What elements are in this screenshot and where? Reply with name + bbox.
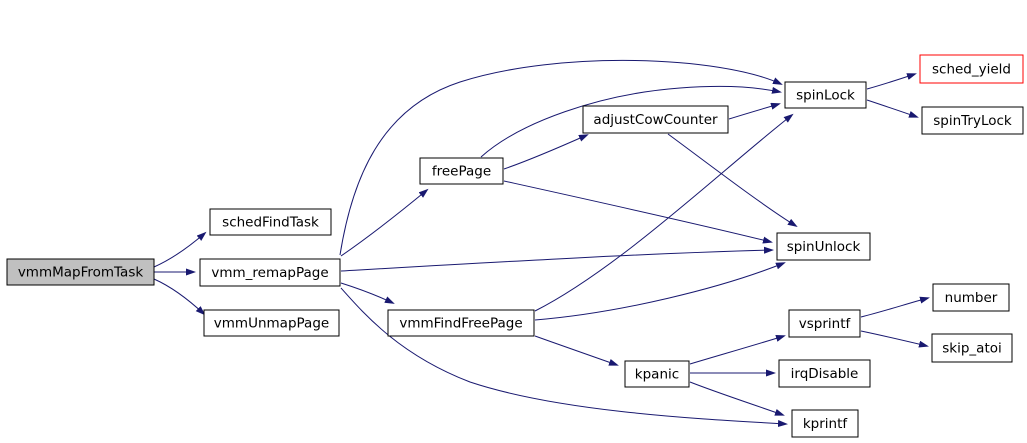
node-label-spinLock: spinLock <box>796 88 855 104</box>
edge-vmmFindFreePage-to-kpanic <box>534 335 619 366</box>
edge-adjustCowCounter-to-spinUnlock <box>667 133 798 228</box>
node-box-vsprintf[interactable] <box>788 309 861 338</box>
node-label-spinUnlock: spinUnlock <box>787 239 861 255</box>
node-box-sched_yield[interactable] <box>919 54 1024 84</box>
node-box-vmmMapFromTask <box>6 258 155 286</box>
node-label-adjustCowCounter: adjustCowCounter <box>593 112 718 128</box>
node-number[interactable]: number <box>932 283 1010 312</box>
edge-vmmMapFromTask-to-schedFindTask <box>153 231 207 268</box>
node-spinLock[interactable]: spinLock <box>784 81 867 109</box>
node-box-vmmFindFreePage[interactable] <box>387 309 535 337</box>
node-label-vsprintf: vsprintf <box>799 316 852 332</box>
node-label-number: number <box>945 290 998 306</box>
node-kpanic[interactable]: kpanic <box>624 360 690 388</box>
node-label-vmm_remapPage: vmm_remapPage <box>211 265 328 281</box>
node-label-irqDisable: irqDisable <box>791 366 859 382</box>
node-sched_yield[interactable]: sched_yield <box>919 54 1024 84</box>
edge-kpanic-to-kprintf <box>689 381 785 416</box>
node-vsprintf[interactable]: vsprintf <box>788 309 861 338</box>
node-box-spinLock[interactable] <box>784 81 867 109</box>
node-schedFindTask[interactable]: schedFindTask <box>209 208 332 236</box>
node-label-skip_atoi: skip_atoi <box>942 341 1002 357</box>
edge-spinLock-to-sched_yield <box>866 73 917 90</box>
node-box-skip_atoi[interactable] <box>931 333 1013 363</box>
node-box-vmmUnmapPage[interactable] <box>203 309 340 337</box>
node-box-schedFindTask[interactable] <box>209 208 332 236</box>
nodes-layer: vmmMapFromTask schedFindTask vmm_remapPage… <box>6 54 1024 438</box>
node-label-kprintf: kprintf <box>803 416 849 432</box>
node-box-vmm_remapPage[interactable] <box>199 258 341 287</box>
node-label-vmmFindFreePage: vmmFindFreePage <box>399 316 522 332</box>
edge-freePage-to-spinUnlock <box>503 180 773 244</box>
edge-vmm_remapPage-to-spinUnlock <box>340 246 774 272</box>
node-label-vmmUnmapPage: vmmUnmapPage <box>214 316 329 332</box>
node-label-spinTryLock: spinTryLock <box>933 113 1012 129</box>
node-spinTryLock[interactable]: spinTryLock <box>921 106 1024 135</box>
node-kprintf[interactable]: kprintf <box>791 409 859 438</box>
node-label-schedFindTask: schedFindTask <box>222 215 319 231</box>
edge-vmmFindFreePage-to-spinLock <box>534 113 794 312</box>
edge-kpanic-to-vsprintf <box>689 335 786 365</box>
edge-spinLock-to-spinTryLock <box>866 99 919 118</box>
edge-vmm_remapPage-to-spinLock <box>339 59 783 256</box>
node-label-vmmMapFromTask: vmmMapFromTask <box>18 265 144 281</box>
edges-layer <box>153 59 930 428</box>
edge-vsprintf-to-number <box>860 296 930 318</box>
node-skip_atoi[interactable]: skip_atoi <box>931 333 1013 363</box>
edge-vmm_remapPage-to-kprintf <box>340 287 788 428</box>
node-vmmUnmapPage[interactable]: vmmUnmapPage <box>203 309 340 337</box>
edge-vsprintf-to-skip_atoi <box>860 330 929 348</box>
node-vmmFindFreePage[interactable]: vmmFindFreePage <box>387 309 535 337</box>
edge-freePage-to-adjustCowCounter <box>503 134 589 170</box>
node-box-spinTryLock[interactable] <box>921 106 1024 135</box>
node-freePage[interactable]: freePage <box>419 157 504 185</box>
node-label-freePage: freePage <box>432 164 491 180</box>
node-adjustCowCounter[interactable]: adjustCowCounter <box>582 105 729 134</box>
edge-freePage-to-spinLock <box>480 85 782 158</box>
node-vmmMapFromTask: vmmMapFromTask <box>6 258 155 286</box>
node-label-kpanic: kpanic <box>635 367 679 383</box>
node-vmm_remapPage[interactable]: vmm_remapPage <box>199 258 341 287</box>
node-box-adjustCowCounter[interactable] <box>582 105 729 134</box>
node-box-number[interactable] <box>932 283 1010 312</box>
edge-vmm_remapPage-to-freePage <box>340 188 429 257</box>
node-irqDisable[interactable]: irqDisable <box>778 359 871 388</box>
node-box-irqDisable[interactable] <box>778 359 871 388</box>
edge-vmm_remapPage-to-vmmFindFreePage <box>340 282 395 304</box>
node-box-kprintf[interactable] <box>791 409 859 438</box>
edge-adjustCowCounter-to-spinLock <box>728 102 781 120</box>
node-box-spinUnlock[interactable] <box>776 232 871 261</box>
node-spinUnlock[interactable]: spinUnlock <box>776 232 871 261</box>
edge-vmmFindFreePage-to-spinUnlock <box>534 262 786 321</box>
node-label-sched_yield: sched_yield <box>932 62 1011 78</box>
node-box-freePage[interactable] <box>419 157 504 185</box>
edge-vmmMapFromTask-to-vmmUnmapPage <box>153 278 206 316</box>
node-box-kpanic[interactable] <box>624 360 690 388</box>
